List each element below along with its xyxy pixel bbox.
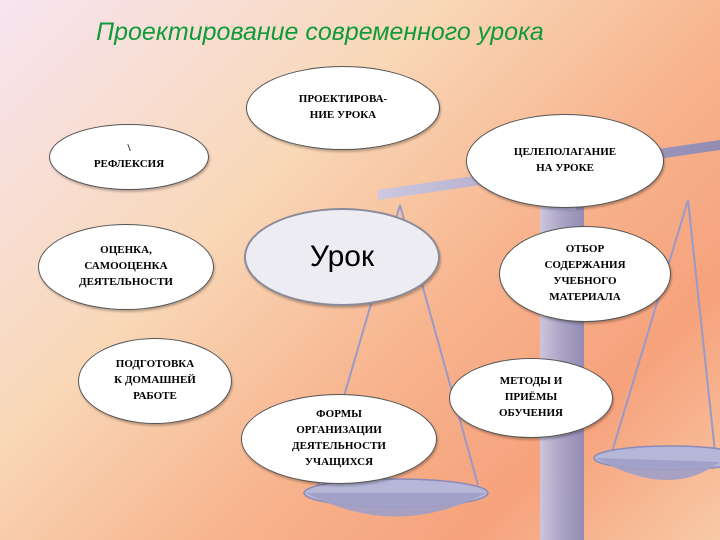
node-lesson-design: ПРОЕКТИРОВА- НИЕ УРОКА	[246, 66, 440, 150]
node-assessment: ОЦЕНКА, САМООЦЕНКА ДЕЯТЕЛЬНОСТИ	[38, 224, 214, 310]
node-reflection: \ РЕФЛЕКСИЯ	[49, 124, 209, 190]
node-methods: МЕТОДЫ И ПРИЁМЫ ОБУЧЕНИЯ	[449, 358, 613, 438]
node-center-lesson: Урок	[244, 208, 440, 306]
node-activity-forms: ФОРМЫ ОРГАНИЗАЦИИ ДЕЯТЕЛЬНОСТИ УЧАЩИХСЯ	[241, 394, 437, 484]
node-goal-setting: ЦЕЛЕПОЛАГАНИЕ НА УРОКЕ	[466, 114, 664, 208]
slide-title: Проектирование современного урока	[96, 18, 544, 46]
node-content-selection: ОТБОР СОДЕРЖАНИЯ УЧЕБНОГО МАТЕРИАЛА	[499, 226, 671, 322]
node-homework: ПОДГОТОВКА К ДОМАШНЕЙ РАБОТЕ	[78, 338, 232, 424]
